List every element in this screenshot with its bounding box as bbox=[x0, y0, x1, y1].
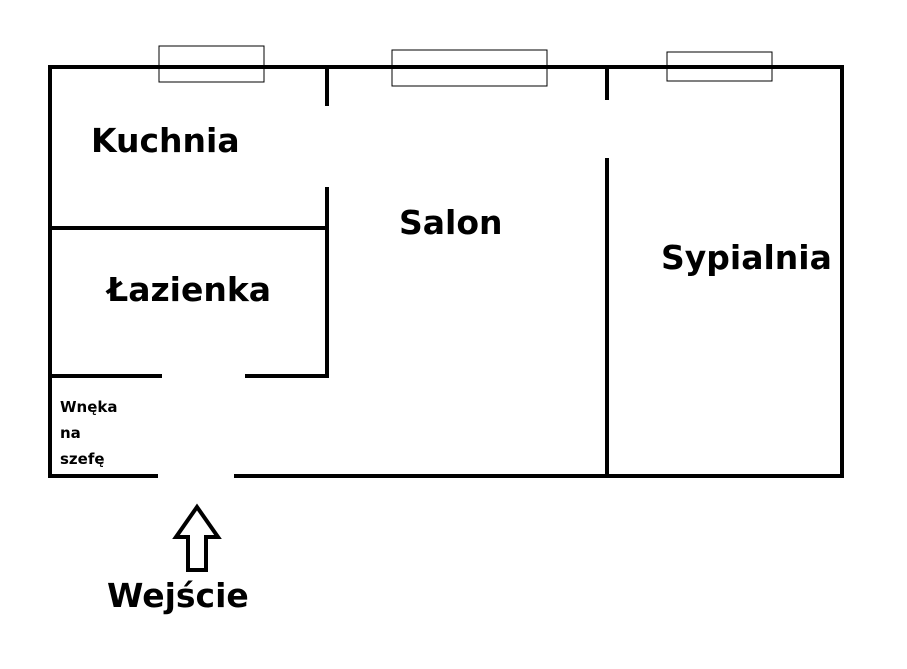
kitchen-window-icon bbox=[158, 45, 265, 83]
room-label-kitchen: Kuchnia bbox=[91, 121, 240, 160]
walls bbox=[48, 65, 844, 478]
arrow-up-icon bbox=[172, 503, 222, 572]
safe-alcove-line-1: Wnęka bbox=[60, 398, 118, 416]
room-label-bedroom: Sypialnia bbox=[661, 238, 832, 277]
room-label-salon: Salon bbox=[399, 203, 503, 242]
safe-alcove-line-3: szefę bbox=[60, 450, 105, 468]
entrance-label: Wejście bbox=[107, 576, 249, 615]
room-label-safe-alcove: Wnęka na szefę bbox=[60, 394, 118, 472]
safe-alcove-line-2: na bbox=[60, 424, 81, 442]
room-label-bathroom: Łazienka bbox=[107, 270, 272, 309]
